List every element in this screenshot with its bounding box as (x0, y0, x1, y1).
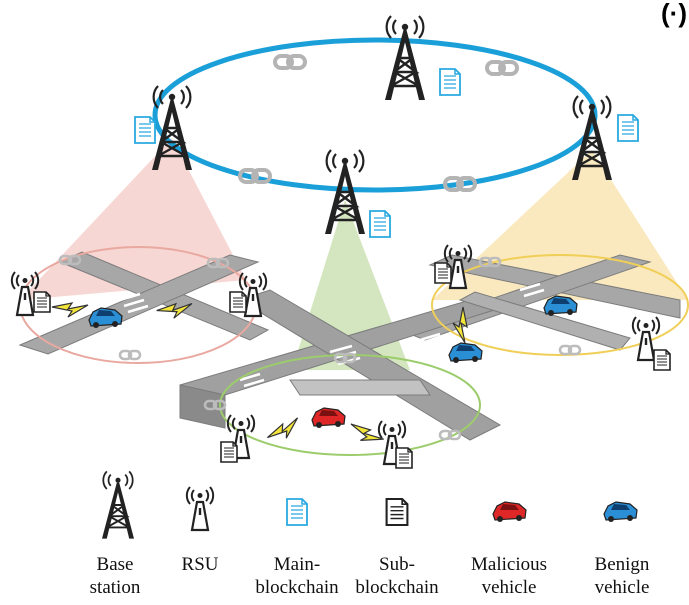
sub-blockchain-doc-icon (385, 497, 409, 527)
malicious-vehicle-icon (311, 407, 346, 429)
corner-mark: (·) (661, 0, 687, 28)
chain-link-icon (558, 344, 582, 356)
legend-label-line: RSU (181, 554, 219, 575)
main-blockchain-doc-icon (134, 116, 156, 144)
legend-label-line: Sub- (379, 554, 415, 575)
sub-blockchain-doc-icon (229, 291, 247, 313)
benign-vehicle-icon (543, 295, 578, 317)
sub-blockchain-doc-icon (33, 291, 51, 313)
sub-blockchain-doc-icon (220, 441, 238, 463)
base-station-icon (383, 14, 427, 102)
legend-sub-blockchain: Sub- blockchain (342, 553, 452, 599)
main-blockchain-ring (152, 37, 598, 193)
sub-blockchain-doc-icon (434, 262, 452, 284)
legend-benign-vehicle: Benign vehicle (567, 553, 677, 599)
main-chain-links (238, 54, 519, 192)
legend-malicious-vehicle: Malicious vehicle (454, 553, 564, 599)
benign-vehicle-icon (448, 342, 483, 364)
legend-label-line: Base (96, 554, 134, 575)
legend-label-line: Main- (273, 554, 321, 575)
legend-label-line: Malicious (471, 554, 547, 575)
lightning-icon (51, 302, 89, 318)
legend-label-line: vehicle (481, 577, 537, 598)
sub-blockchain-doc-icon (395, 447, 413, 469)
legend-label-line: station (89, 577, 141, 598)
legend-rsu: RSU (145, 553, 255, 576)
yellow-sub-chain-ring (431, 254, 689, 356)
chain-link-icon (273, 54, 307, 70)
legend-label-line: blockchain (255, 577, 339, 598)
chain-link-icon (485, 60, 519, 76)
lightning-icon (264, 415, 305, 447)
legend-base-station: Base station (60, 553, 170, 599)
malicious-vehicle-icon (492, 501, 527, 523)
rsu-icon (185, 485, 215, 532)
main-blockchain-doc-icon (286, 498, 308, 526)
main-blockchain-doc-icon (369, 210, 391, 238)
legend-main-blockchain: Main- blockchain (242, 553, 352, 599)
benign-vehicle-icon (603, 501, 638, 523)
main-blockchain-doc-icon (439, 68, 461, 96)
chain-link-icon (118, 349, 142, 361)
legend-label-line: vehicle (594, 577, 650, 598)
main-blockchain-doc-icon (617, 114, 639, 142)
legend-label-line: Benign (594, 554, 650, 575)
legend-label-line: blockchain (355, 577, 439, 598)
legend-icons (101, 470, 638, 540)
sub-blockchain-doc-icon (653, 349, 671, 371)
chain-link-icon (438, 429, 462, 441)
benign-vehicle-icon (88, 307, 123, 329)
base-station-icon (101, 470, 135, 540)
